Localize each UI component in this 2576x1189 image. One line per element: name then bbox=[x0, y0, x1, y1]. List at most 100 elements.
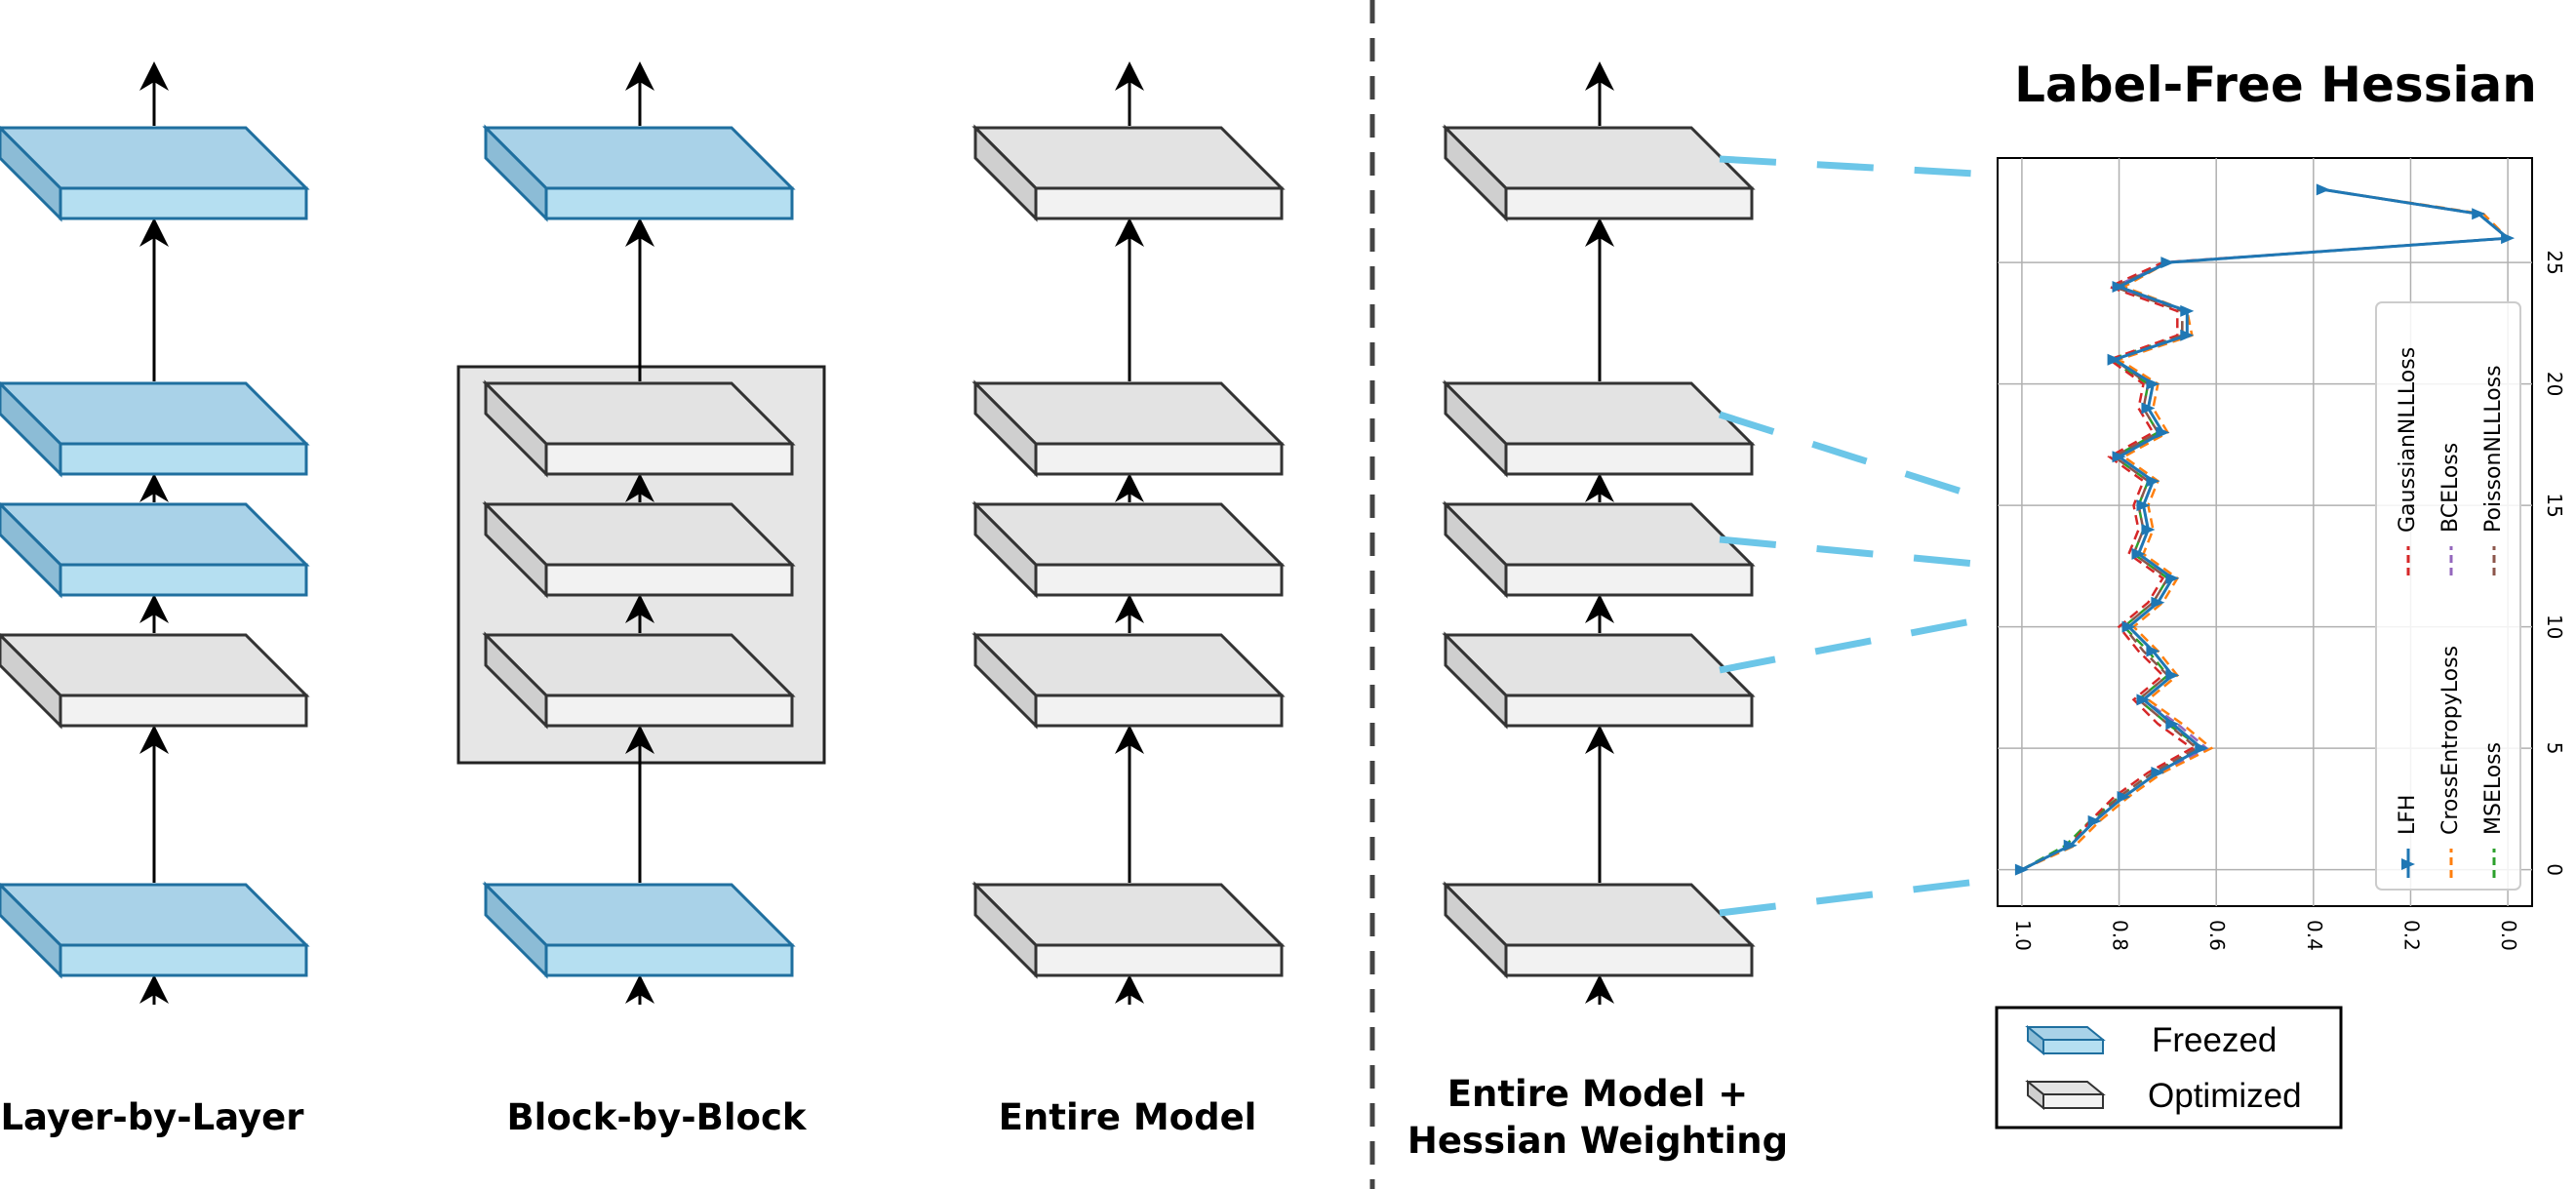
column-label-layer-by-layer: Layer-by-Layer bbox=[0, 1096, 304, 1138]
series-marker bbox=[2165, 669, 2180, 682]
layer-front-face bbox=[59, 943, 308, 977]
series-marker bbox=[2472, 208, 2486, 220]
column-label-hessian-line2: Hessian Weighting bbox=[1407, 1120, 1788, 1162]
series-marker bbox=[2136, 499, 2151, 512]
layer-front-face bbox=[1504, 186, 1754, 220]
freezed-layer bbox=[482, 881, 796, 979]
series-marker bbox=[2156, 426, 2170, 439]
series-marker bbox=[2117, 790, 2131, 803]
series-marker bbox=[2165, 572, 2180, 584]
layer-front-face bbox=[59, 563, 308, 597]
column-entire-model bbox=[971, 61, 1286, 1005]
optimized-layer bbox=[1442, 124, 1756, 222]
state-legend-freezed-label: Freezed bbox=[2152, 1021, 2277, 1059]
freezed-layer bbox=[0, 501, 310, 599]
connector-line bbox=[1719, 874, 2010, 917]
column-layer-by-layer bbox=[0, 61, 310, 1005]
freezed-swatch-icon bbox=[2025, 1024, 2106, 1056]
optimized-layer bbox=[1442, 631, 1756, 730]
chart-index-tick: 5 bbox=[2543, 742, 2566, 755]
layer-front-face bbox=[1034, 694, 1284, 728]
series-marker bbox=[2501, 232, 2516, 245]
layer-side-face bbox=[973, 379, 1038, 478]
series-marker bbox=[2112, 451, 2126, 463]
optimized-layer bbox=[482, 379, 796, 478]
legend-label-poissonnllloss: PoissonNLLLoss bbox=[2481, 365, 2506, 533]
optimized-layer bbox=[1442, 881, 1756, 979]
series-marker bbox=[2316, 183, 2330, 196]
chart-title: Label-Free Hessian bbox=[2014, 57, 2537, 113]
column-hessian bbox=[1442, 61, 1756, 1005]
layer-front-face bbox=[1504, 943, 1754, 977]
freezed-layer bbox=[0, 125, 310, 222]
layer-side-face bbox=[484, 881, 548, 979]
series-marker bbox=[2141, 524, 2156, 536]
optimized-layer bbox=[482, 631, 796, 730]
layer-side-face bbox=[484, 379, 548, 478]
series-marker bbox=[2107, 353, 2121, 366]
column-label-entire-model: Entire Model bbox=[999, 1096, 1257, 1138]
series-marker bbox=[2146, 645, 2160, 657]
series-line-gaussiannllloss bbox=[2021, 188, 2512, 871]
optimized-layer bbox=[971, 500, 1286, 599]
series-marker bbox=[2136, 694, 2151, 706]
series-marker bbox=[2180, 304, 2195, 317]
optimized-layer bbox=[971, 631, 1286, 730]
layer-side-face bbox=[0, 882, 62, 979]
chart-value-tick: 0.0 bbox=[2497, 920, 2520, 951]
layer-side-face bbox=[484, 500, 548, 599]
layer-side-face bbox=[484, 124, 548, 222]
layer-front-face bbox=[544, 563, 794, 597]
column-label-block-by-block: Block-by-Block bbox=[506, 1096, 807, 1138]
chart-index-tick: 20 bbox=[2543, 372, 2566, 396]
optimized-layer bbox=[482, 500, 796, 599]
layer-side-face bbox=[1444, 631, 1508, 730]
layer-side-face bbox=[0, 632, 62, 730]
layer-side-face bbox=[484, 631, 548, 730]
layer-front-face bbox=[1034, 563, 1284, 597]
series-marker bbox=[2165, 718, 2180, 731]
layer-side-face bbox=[0, 380, 62, 478]
legend-label-bceloss: BCELoss bbox=[2438, 443, 2463, 533]
chart-value-tick: 0.4 bbox=[2303, 920, 2326, 951]
layer-front-face bbox=[1034, 186, 1284, 220]
optimized-layer bbox=[971, 124, 1286, 222]
chart-index-tick: 15 bbox=[2543, 493, 2566, 517]
chart-legend-frame bbox=[2375, 301, 2521, 891]
column-label-hessian-line1: Entire Model + bbox=[1447, 1073, 1749, 1115]
series-marker bbox=[2112, 280, 2126, 293]
layer-side-face bbox=[1444, 379, 1508, 478]
layer-front-face bbox=[1034, 442, 1284, 476]
optimized-layer bbox=[0, 632, 310, 730]
legend-label-lfh: LFH bbox=[2396, 795, 2420, 835]
legend-marker bbox=[2401, 858, 2415, 870]
layer-side-face bbox=[1444, 881, 1508, 979]
layer-side-face bbox=[973, 881, 1038, 979]
series-marker bbox=[2063, 839, 2078, 852]
optimized-layer bbox=[1442, 379, 1756, 478]
chart-index-tick: 25 bbox=[2543, 250, 2566, 274]
series-marker bbox=[2146, 475, 2160, 488]
optimized-swatch-icon bbox=[2025, 1079, 2106, 1111]
layer-side-face bbox=[973, 500, 1038, 599]
freezed-layer bbox=[482, 124, 796, 222]
layer-front-face bbox=[59, 694, 308, 728]
legend-label-gaussiannllloss: GaussianNLLLoss bbox=[2396, 347, 2420, 533]
chart-value-tick: 1.0 bbox=[2011, 920, 2035, 951]
series-marker bbox=[2195, 742, 2209, 755]
layer-side-face bbox=[0, 501, 62, 599]
series-marker bbox=[2151, 596, 2165, 609]
series-marker bbox=[2146, 377, 2160, 390]
series-marker bbox=[2180, 329, 2195, 341]
layer-side-face bbox=[0, 125, 62, 222]
legend-label-mseloss: MSELoss bbox=[2481, 742, 2506, 835]
series-marker bbox=[2014, 863, 2029, 876]
chart-value-tick: 0.6 bbox=[2205, 920, 2229, 951]
chart-series bbox=[2014, 183, 2516, 876]
layer-front-face bbox=[59, 186, 308, 220]
layer-side-face bbox=[1444, 124, 1508, 222]
freezed-layer bbox=[0, 380, 310, 478]
layer-side-face bbox=[973, 124, 1038, 222]
